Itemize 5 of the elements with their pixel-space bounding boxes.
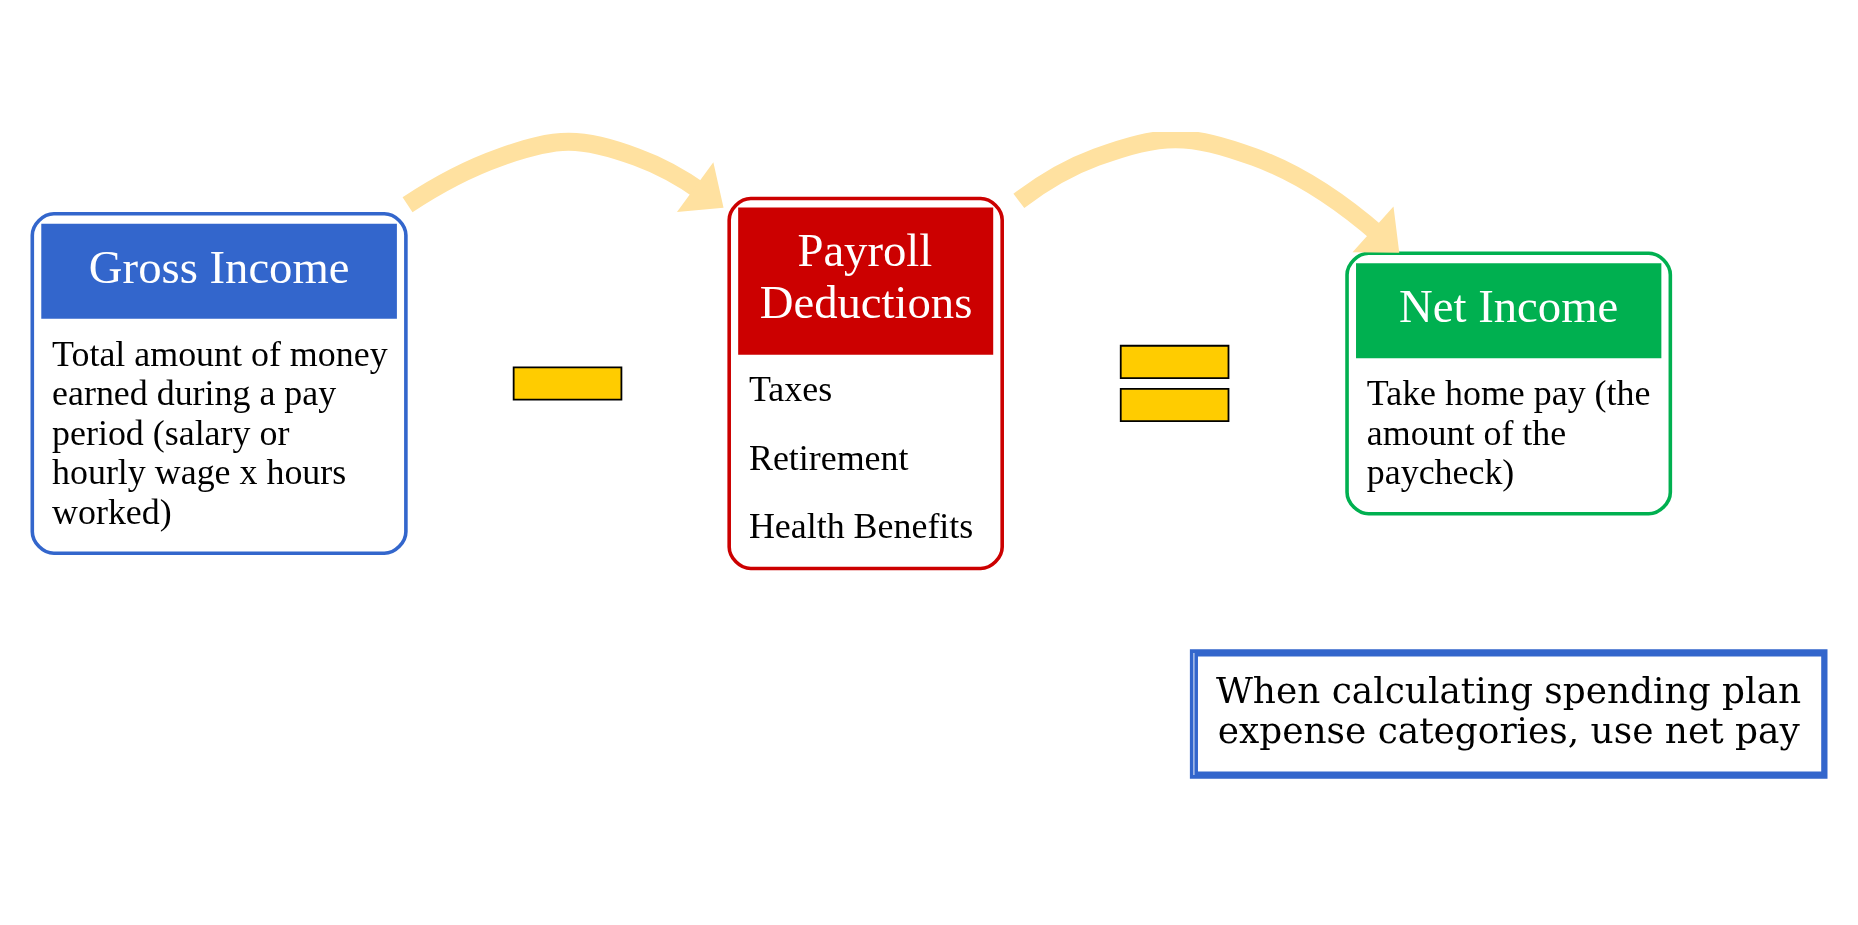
arrow: [402, 132, 724, 213]
node-box: Gross Income Total amount of money earned during a pay period (salary or hourly wage x hours worked): [30, 211, 408, 555]
node-box: Payroll Deductions Taxes Retirement Health Benefits: [727, 196, 1004, 571]
node-box: Net Income Take home pay (the amount of the paycheck): [1345, 251, 1673, 516]
arrow: [1013, 132, 1400, 253]
